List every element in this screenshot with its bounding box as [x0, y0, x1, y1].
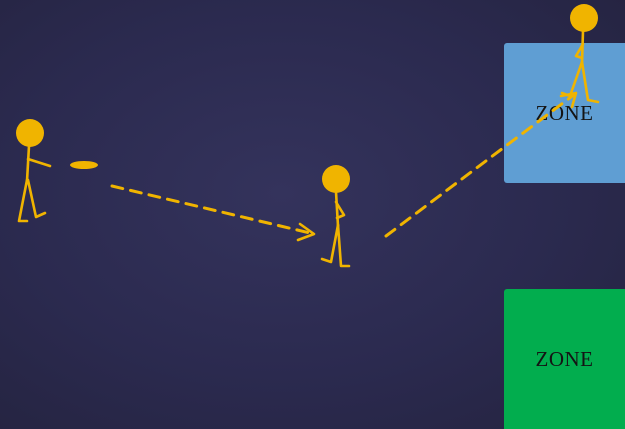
pass-line-1 — [112, 186, 314, 240]
stick-figure-icon — [322, 165, 350, 266]
stick-figure-icon — [16, 119, 50, 221]
pass-line-2 — [386, 93, 576, 236]
frisbee-icon — [70, 161, 98, 169]
stick-figure-icon — [562, 4, 598, 102]
